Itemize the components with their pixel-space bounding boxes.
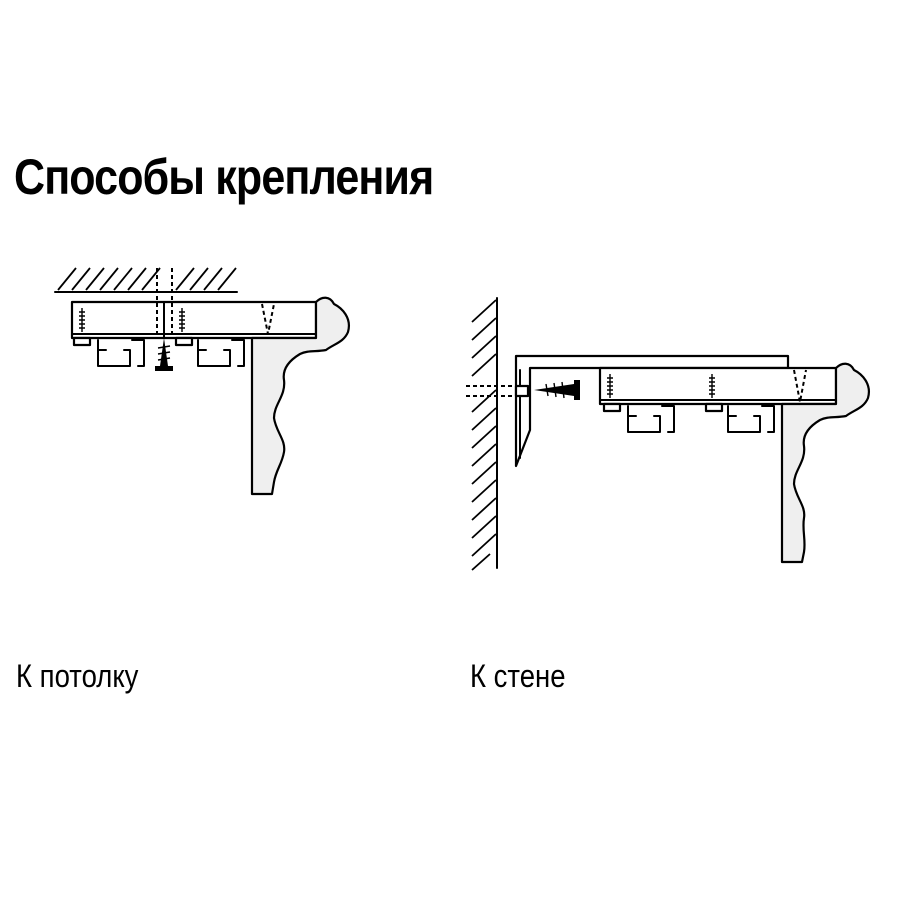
decorative-molding bbox=[250, 296, 350, 496]
caption-ceiling-mount: К потолку bbox=[16, 658, 139, 694]
decorative-molding-wall bbox=[780, 362, 870, 564]
ceiling-rail-profiles bbox=[72, 336, 245, 367]
wall-surface bbox=[471, 297, 498, 571]
caption-wall-mount: К стене bbox=[470, 658, 566, 694]
board-screw-icon-wall bbox=[607, 374, 715, 398]
molding-screw-icon-wall bbox=[793, 369, 807, 403]
page-title: Способы крепления bbox=[14, 149, 434, 205]
ceiling-mount-diagram bbox=[54, 267, 350, 496]
board-screw-icon bbox=[79, 308, 185, 332]
ceiling-screw-icon bbox=[155, 338, 173, 371]
cornice-board bbox=[70, 300, 318, 340]
wall-rail-profiles bbox=[602, 402, 775, 433]
wall-mount-diagram bbox=[466, 297, 870, 571]
ceiling-screw-hole bbox=[156, 268, 173, 339]
wall-screw-icon bbox=[534, 380, 580, 400]
molding-screw-icon bbox=[261, 303, 275, 335]
wall-dowel bbox=[466, 385, 516, 397]
ceiling-surface bbox=[54, 267, 238, 293]
